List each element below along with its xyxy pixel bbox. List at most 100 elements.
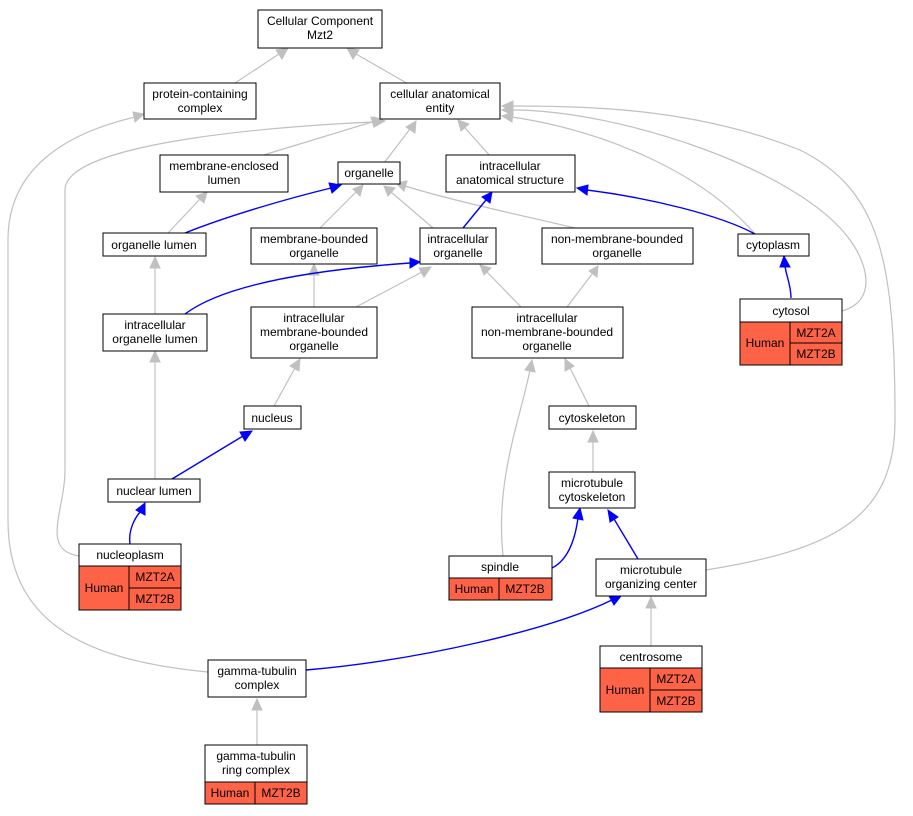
edge-io-to-ias-partof xyxy=(462,199,487,229)
node-microtubule-organizing-center[interactable]: microtubule organizing center xyxy=(595,558,707,597)
edge-arrowhead xyxy=(409,257,422,269)
node-box xyxy=(257,9,383,49)
edge-arrowhead xyxy=(418,266,433,278)
gene-label: MZT2B xyxy=(796,347,835,361)
edge-arrowhead xyxy=(149,349,161,363)
node-box xyxy=(548,471,636,509)
node-centrosome[interactable]: centrosome Human MZT2A MZT2B xyxy=(599,645,703,713)
node-gamma-tubulin-ring-complex[interactable]: gamma-tubulin ring complex Human MZT2B xyxy=(204,744,308,805)
node-box xyxy=(107,478,201,503)
node-cytosol[interactable]: cytosol Human MZT2A MZT2B xyxy=(739,298,843,366)
nodes: Cellular Component Mzt2 protein-containi… xyxy=(78,9,843,805)
species-cell xyxy=(599,667,651,713)
edge-arrowhead xyxy=(607,508,619,523)
node-label-line: organelle xyxy=(344,166,394,180)
node-gamma-tubulin-complex[interactable]: gamma-tubulin complex xyxy=(207,659,307,698)
node-intracellular-organelle-lumen[interactable]: intracellular organelle lumen xyxy=(102,313,208,352)
node-intracellular-organelle[interactable]: intracellular organelle xyxy=(419,227,497,265)
node-label-line: organelle xyxy=(289,246,339,260)
edge-mbo-to-organelle xyxy=(319,191,357,229)
node-protein-containing-complex[interactable]: protein-containing complex xyxy=(143,82,257,120)
edge-spindle-to-mtc-partof xyxy=(551,517,579,569)
node-intracellular-non-membrane-bounded-organelle[interactable]: intracellular non-membrane-bounded organ… xyxy=(471,306,624,359)
node-label-line: complex xyxy=(235,678,280,692)
node-label-line: cytoskeleton xyxy=(559,490,626,504)
edge-arrowhead xyxy=(132,111,146,123)
node-label-line: membrane-bounded xyxy=(260,325,368,339)
species-label: Human xyxy=(746,336,785,350)
edge-cytoplasm-to-ias-partof xyxy=(586,189,756,235)
node-label-line: organelle xyxy=(433,246,483,260)
node-root[interactable]: Cellular Component Mzt2 xyxy=(257,9,383,49)
node-nuclear-lumen[interactable]: nuclear lumen xyxy=(107,478,201,503)
node-non-membrane-bounded-organelle[interactable]: non-membrane-bounded organelle xyxy=(541,227,694,265)
gene-label: MZT2B xyxy=(135,592,174,606)
species-cell xyxy=(78,565,130,611)
node-nucleus[interactable]: nucleus xyxy=(243,405,302,430)
node-label-line: cytoplasm xyxy=(746,238,800,252)
node-intracellular-membrane-bounded-organelle[interactable]: intracellular membrane-bounded organelle xyxy=(250,306,378,359)
node-label-line: Mzt2 xyxy=(307,28,333,42)
edge-arrowhead xyxy=(352,184,364,197)
node-box xyxy=(102,232,207,257)
edge-arrowhead xyxy=(500,111,514,123)
edge-arrowhead xyxy=(587,429,599,443)
node-organelle-lumen[interactable]: organelle lumen xyxy=(102,232,207,257)
node-label-line: organelle lumen xyxy=(111,238,196,252)
node-cytoplasm[interactable]: cytoplasm xyxy=(737,233,810,257)
node-membrane-bounded-organelle[interactable]: membrane-bounded organelle xyxy=(250,227,378,265)
node-label-line: membrane-enclosed xyxy=(169,159,278,173)
edge-arrowhead xyxy=(588,265,599,278)
edge-arrowhead xyxy=(195,191,208,204)
edge-organelle-to-cae xyxy=(383,128,411,164)
gene-cell xyxy=(128,587,182,611)
gene-label: MZT2B xyxy=(505,582,544,596)
gene-label: MZT2A xyxy=(656,672,695,686)
gene-cell xyxy=(789,342,843,366)
node-label-line: ring complex xyxy=(222,763,290,777)
node-cellular-anatomical-entity[interactable]: cellular anatomical entity xyxy=(379,82,501,120)
node-intracellular-anatomical-structure[interactable]: intracellular anatomical structure xyxy=(445,154,576,193)
edge-iol-to-io-partof xyxy=(184,262,411,315)
node-label-line: intracellular xyxy=(427,232,488,246)
gene-cell xyxy=(649,689,703,713)
node-label-line: entity xyxy=(426,101,455,115)
edge-nmbo-to-organelle xyxy=(404,185,576,229)
gene-cell xyxy=(254,781,308,805)
node-box xyxy=(445,154,576,193)
edge-mel-to-cae xyxy=(256,121,373,158)
edge-arrowhead xyxy=(779,254,791,268)
node-membrane-enclosed-lumen[interactable]: membrane-enclosed lumen xyxy=(159,154,289,193)
node-box xyxy=(541,227,694,265)
node-nucleoplasm[interactable]: nucleoplasm Human MZT2A MZT2B xyxy=(78,543,182,611)
edge-arrowhead xyxy=(149,255,161,269)
edge-cytosol-to-cae xyxy=(511,109,867,312)
node-label-line: organelle lumen xyxy=(112,332,197,346)
node-label-line: intracellular xyxy=(516,311,577,325)
node-organelle[interactable]: organelle xyxy=(337,161,401,185)
node-label-line: complex xyxy=(178,101,223,115)
node-label-line: nucleus xyxy=(251,411,292,425)
node-label-line: cellular anatomical xyxy=(390,87,489,101)
species-label: Human xyxy=(606,683,645,697)
edge-arrowhead xyxy=(572,506,584,521)
edge-arrowhead xyxy=(135,501,146,516)
node-spindle[interactable]: spindle Human MZT2B xyxy=(448,555,553,601)
edge-arrowhead xyxy=(251,697,263,711)
node-label-line: protein-containing xyxy=(152,87,247,101)
node-box xyxy=(419,227,497,265)
edge-arrowhead xyxy=(405,120,417,134)
edge-arrowhead xyxy=(328,182,343,194)
node-label-line: non-membrane-bounded xyxy=(481,325,613,339)
node-cytoskeleton[interactable]: cytoskeleton xyxy=(548,405,637,430)
edge-arrowhead xyxy=(383,185,396,197)
node-label-line: membrane-bounded xyxy=(260,232,368,246)
node-box xyxy=(471,306,624,359)
edge-gtc-to-protein-complex xyxy=(7,116,209,673)
node-box xyxy=(337,161,401,185)
edge-arrowhead xyxy=(645,595,657,609)
node-microtubule-cytoskeleton[interactable]: microtubule cytoskeleton xyxy=(548,471,636,509)
node-label-line: organelle xyxy=(522,339,572,353)
node-label-line: microtubule xyxy=(620,563,682,577)
